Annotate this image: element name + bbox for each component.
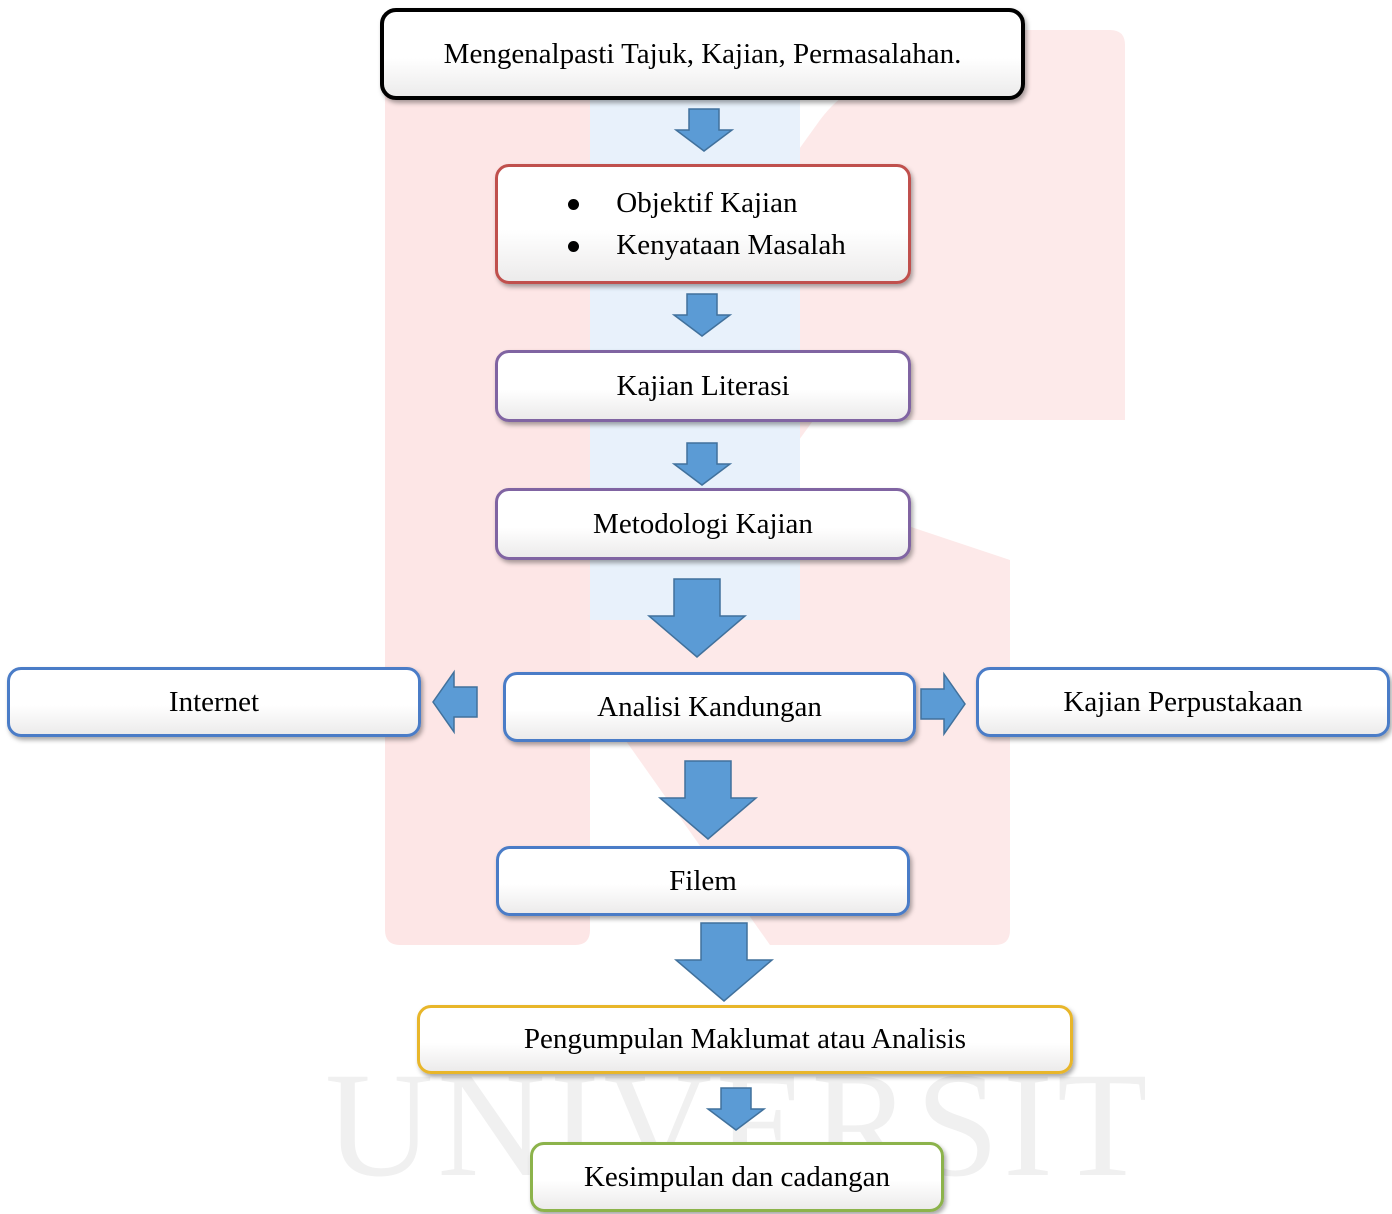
step-conclusion-label: Kesimpulan dan cadangan [583,1160,890,1193]
down-arrow-icon [673,922,775,1002]
step-identify-title: Mengenalpasti Tajuk, Kajian, Permasalaha… [380,8,1025,100]
step-content-analysis-label: Analisi Kandungan [597,690,822,723]
left-arrow-icon [432,669,478,735]
down-arrow-icon [671,293,733,337]
down-arrow-icon [657,760,759,840]
step-data-collection-label: Pengumpulan Maklumat atau Analisis [523,1023,967,1055]
right-arrow-icon [920,671,966,737]
down-arrow-icon [705,1087,767,1131]
objective-item: Objektif Kajian [560,182,845,224]
down-arrow-icon [673,108,735,152]
down-arrow-icon [646,578,748,658]
step-film-label: Filem [669,864,737,897]
step-data-collection: Pengumpulan Maklumat atau Analisis [417,1005,1073,1074]
source-internet: Internet [7,667,421,737]
down-arrow-icon [671,442,733,486]
step-content-analysis: Analisi Kandungan [503,672,916,742]
step-film: Filem [496,846,910,916]
source-internet-label: Internet [168,685,260,718]
step-conclusion: Kesimpulan dan cadangan [530,1142,944,1212]
step-literature-review: Kajian Literasi [495,350,911,422]
step-methodology-label: Metodologi Kajian [593,507,813,540]
step-literature-review-label: Kajian Literasi [616,369,790,402]
objectives-list: Objektif Kajian Kenyataan Masalah [560,182,846,266]
step-identify-title-label: Mengenalpasti Tajuk, Kajian, Permasalaha… [443,37,962,70]
source-library: Kajian Perpustakaan [976,667,1390,737]
source-library-label: Kajian Perpustakaan [1063,685,1303,718]
watermark-logo-right-bar [860,30,1125,420]
step-methodology: Metodologi Kajian [495,488,911,560]
step-objectives: Objektif Kajian Kenyataan Masalah [495,164,911,284]
objective-item: Kenyataan Masalah [560,224,846,266]
